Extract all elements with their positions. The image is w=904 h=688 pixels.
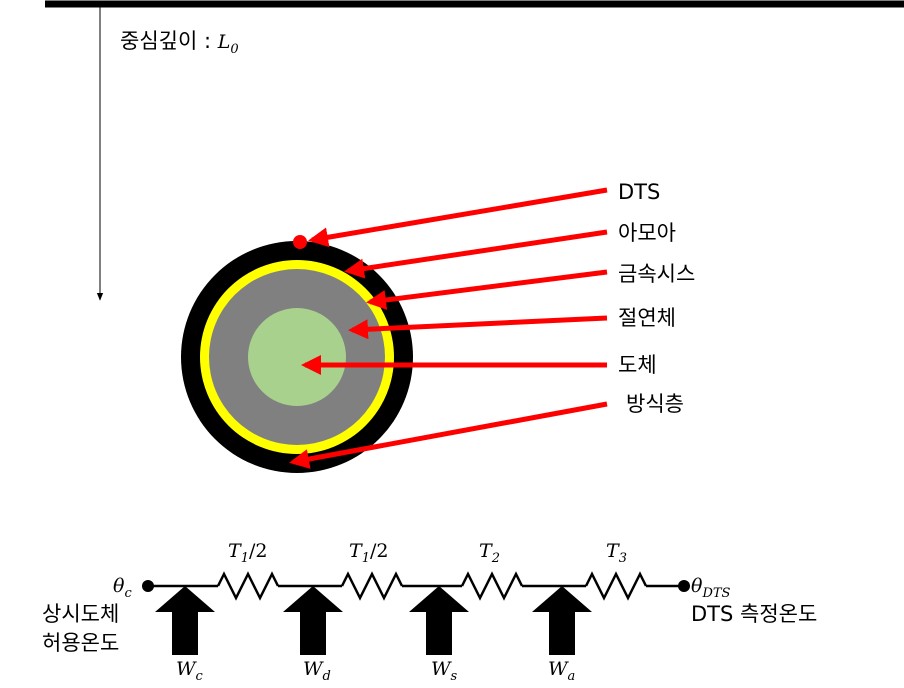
node-left-caption-2: 허용온도 xyxy=(42,631,119,655)
heat-arrow-ws xyxy=(409,586,469,655)
node-left xyxy=(142,580,154,592)
source-label-wd: Wd xyxy=(303,658,331,684)
heat-sources xyxy=(155,586,592,655)
cable-cross-section xyxy=(181,235,413,473)
depth-label: 중심깊이 : L0 xyxy=(120,29,239,57)
source-label-ws: Ws xyxy=(431,658,458,684)
callout-label-serving: 방식층 xyxy=(626,392,684,416)
callout-label-sheath: 금속시스 xyxy=(618,262,695,286)
heat-arrow-wc xyxy=(155,586,215,655)
thermal-circuit xyxy=(148,571,684,601)
callout-arrows xyxy=(289,187,608,469)
node-right xyxy=(678,580,690,592)
resistor-1 xyxy=(216,571,280,601)
node-right-caption: DTS 측정온도 xyxy=(691,602,817,626)
callout-label-dts: DTS xyxy=(618,180,660,204)
node-left-caption-1: 상시도체 xyxy=(42,602,119,626)
resistor-label-1: T1/2 xyxy=(228,540,267,566)
arrow-insulation xyxy=(348,315,608,340)
resistor-label-4: T3 xyxy=(606,540,627,566)
conductor-core xyxy=(248,308,346,406)
callout-label-conductor: 도체 xyxy=(618,353,657,377)
resistor-3 xyxy=(460,571,524,601)
arrow-serving xyxy=(289,401,608,469)
heat-arrow-wa xyxy=(532,586,592,655)
callout-label-armour: 아모아 xyxy=(618,221,676,245)
node-right-symbol: θDTS xyxy=(691,575,731,601)
arrow-armour xyxy=(344,229,608,279)
resistor-4 xyxy=(584,571,648,601)
resistor-label-3: T2 xyxy=(479,540,500,566)
callout-label-insulation: 절연체 xyxy=(618,306,676,330)
resistor-2 xyxy=(340,571,404,601)
node-left-symbol: θc xyxy=(113,575,132,601)
arrow-sheath xyxy=(366,269,608,310)
resistor-label-2: T1/2 xyxy=(349,540,388,566)
heat-arrow-wd xyxy=(283,586,343,655)
source-label-wa: Wa xyxy=(548,658,575,684)
arrow-dts xyxy=(308,187,608,248)
source-label-wc: Wc xyxy=(176,658,204,684)
dts-point xyxy=(293,235,307,249)
